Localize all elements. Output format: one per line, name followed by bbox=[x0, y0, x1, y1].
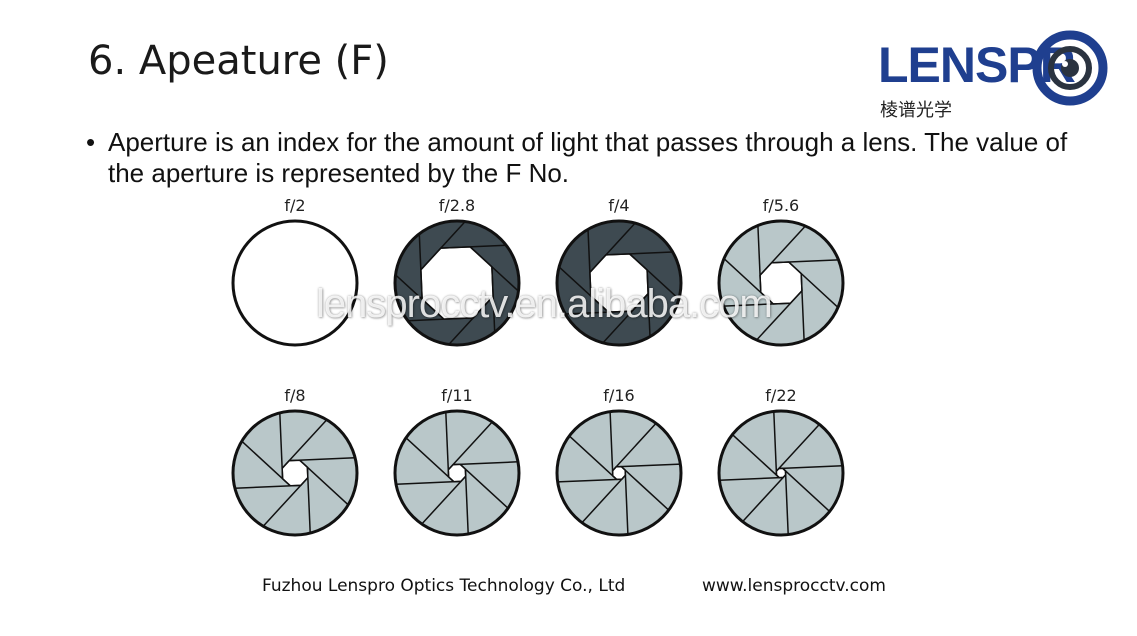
aperture-diaphragm-icon bbox=[555, 219, 683, 347]
page-title: 6. Apeature (F) bbox=[88, 38, 389, 84]
footer-company: Fuzhou Lenspro Optics Technology Co., Lt… bbox=[262, 576, 626, 596]
aperture-blade-edge bbox=[756, 290, 803, 341]
aperture-blade-edge bbox=[723, 258, 774, 305]
aperture-blade-edge bbox=[394, 274, 445, 320]
aperture-blade-edge bbox=[742, 474, 787, 523]
aperture-blade-edge bbox=[646, 269, 651, 337]
aperture-disc bbox=[231, 219, 359, 347]
aperture-blade-edge bbox=[418, 233, 423, 300]
aperture-label: f/11 bbox=[441, 386, 473, 405]
aperture-diaphragm-icon bbox=[231, 219, 359, 347]
aperture-blade-edge bbox=[605, 251, 673, 256]
aperture-blade-edge bbox=[589, 222, 636, 273]
aperture-blade-edge bbox=[778, 465, 843, 470]
aperture-blade-edge bbox=[405, 437, 455, 483]
aperture-blade-edge bbox=[757, 225, 762, 293]
aperture-blade-edge bbox=[602, 293, 649, 344]
aperture-blade-edge bbox=[491, 266, 496, 333]
aperture-blade-edge bbox=[784, 470, 789, 535]
aperture-3: f/4 bbox=[544, 196, 694, 366]
aperture-label: f/8 bbox=[284, 386, 306, 405]
aperture-diaphragm-icon bbox=[717, 409, 845, 537]
aperture-blade-edge bbox=[775, 423, 820, 472]
logo-chinese-subtitle: 棱谱光学 bbox=[880, 100, 952, 121]
aperture-blade-edge bbox=[464, 469, 469, 535]
aperture-blade-edge bbox=[581, 474, 626, 524]
aperture-blade-edge bbox=[453, 461, 519, 466]
aperture-blade-edge bbox=[459, 463, 509, 509]
aperture-figure: f/2 f/2.8 f/4 f/5.6 f/8 f/11 f/16 f/22 bbox=[220, 192, 872, 552]
aperture-diaphragm-icon bbox=[393, 409, 521, 537]
aperture-blade-edge bbox=[445, 411, 450, 477]
logo-lens-icon bbox=[1032, 30, 1108, 106]
aperture-label: f/4 bbox=[608, 196, 630, 215]
aperture-blade-edge bbox=[620, 466, 670, 511]
aperture-label: f/5.6 bbox=[762, 196, 800, 215]
aperture-blade-edge bbox=[782, 467, 831, 512]
aperture-blade-edge bbox=[759, 225, 806, 276]
aperture-label: f/22 bbox=[765, 386, 797, 405]
aperture-label: f/2 bbox=[284, 196, 306, 215]
aperture-blade-edge bbox=[771, 259, 839, 264]
aperture-blade-edge bbox=[448, 295, 494, 346]
aperture-blade-edge bbox=[629, 253, 680, 300]
watermark: lensprocctv.en.alibaba.com bbox=[316, 282, 773, 326]
aperture-blade-edge bbox=[395, 480, 461, 485]
aperture-1: f/2 bbox=[220, 196, 370, 366]
aperture-blade-edge bbox=[407, 317, 474, 322]
aperture-blade-edge bbox=[773, 411, 778, 476]
aperture-5: f/8 bbox=[220, 386, 370, 556]
aperture-blade-edge bbox=[624, 470, 629, 535]
aperture-blade-edge bbox=[723, 302, 791, 307]
aperture-blade-edge bbox=[306, 467, 311, 534]
aperture-diaphragm-icon bbox=[717, 219, 845, 347]
aperture-8: f/22 bbox=[706, 386, 856, 556]
aperture-blade-edge bbox=[616, 463, 681, 468]
aperture-blade-edge bbox=[469, 246, 520, 292]
aperture-blade-edge bbox=[421, 475, 467, 525]
aperture-blade-edge bbox=[557, 478, 622, 483]
aperture-blade-edge bbox=[788, 261, 839, 308]
aperture-blade-edge bbox=[440, 244, 507, 249]
aperture-blade-edge bbox=[447, 421, 493, 471]
bullet-marker: • bbox=[86, 127, 96, 157]
aperture-4: f/5.6 bbox=[706, 196, 856, 366]
aperture-diaphragm-icon bbox=[393, 219, 521, 347]
aperture-label: f/16 bbox=[603, 386, 635, 405]
aperture-blade-edge bbox=[612, 422, 657, 472]
aperture-6: f/11 bbox=[382, 386, 532, 556]
lenspro-logo: LENSPR 棱谱光学 bbox=[878, 26, 1113, 126]
bullet-text: Aperture is an index for the amount of l… bbox=[108, 127, 1068, 188]
aperture-blade-edge bbox=[609, 411, 614, 476]
aperture-label: f/2.8 bbox=[438, 196, 476, 215]
aperture-blade-edge bbox=[565, 310, 633, 315]
footer-website: www.lensprocctv.com bbox=[702, 576, 886, 596]
aperture-blade-edge bbox=[558, 266, 609, 313]
aperture-diaphragm-icon bbox=[555, 409, 683, 537]
aperture-blade-edge bbox=[800, 273, 805, 341]
aperture-blade-edge bbox=[568, 435, 618, 480]
aperture-blade-edge bbox=[587, 229, 592, 297]
aperture-2: f/2.8 bbox=[382, 196, 532, 366]
aperture-blade-edge bbox=[719, 476, 784, 481]
aperture-7: f/16 bbox=[544, 386, 694, 556]
aperture-blade-edge bbox=[420, 220, 466, 271]
aperture-diaphragm-icon bbox=[231, 409, 359, 537]
aperture-blade-edge bbox=[731, 434, 780, 479]
